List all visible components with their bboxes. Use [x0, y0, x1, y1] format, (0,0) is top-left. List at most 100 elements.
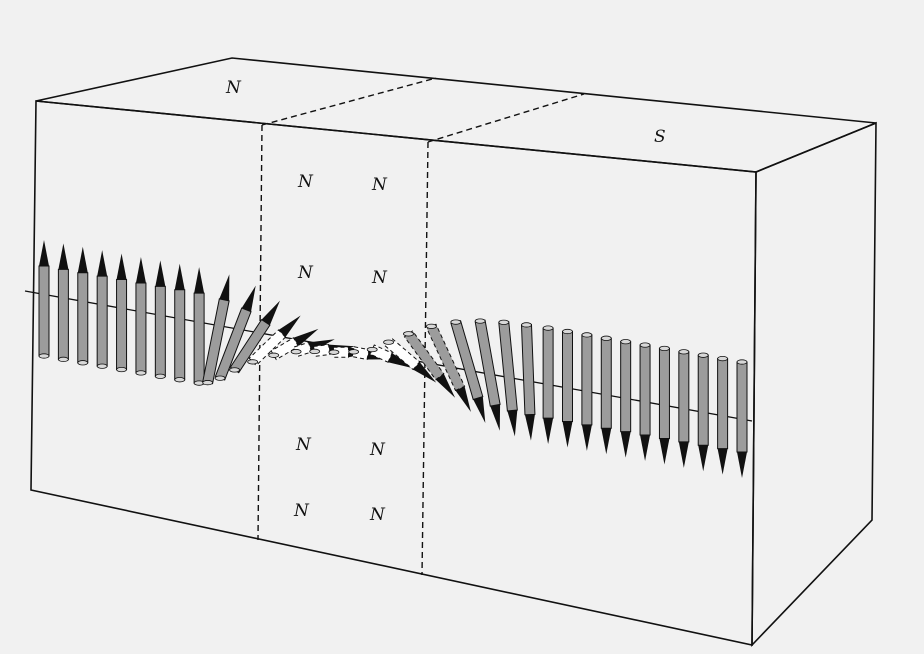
needle-body [498, 321, 518, 412]
needle-tip [194, 267, 205, 294]
spin-needle [639, 342, 651, 462]
top-face-south-label: S [654, 127, 666, 147]
spin-needles [38, 240, 748, 478]
wall-boundary-right-top [427, 93, 585, 143]
needle-body [678, 351, 690, 443]
needle-body [57, 268, 69, 360]
spin-needle [174, 263, 186, 383]
needle-tail-cap [581, 332, 593, 338]
needle-tip [524, 414, 535, 441]
spin-needle [268, 328, 319, 361]
needle-body [697, 354, 709, 446]
spin-needle [403, 330, 456, 398]
needle-tip [116, 253, 127, 280]
needle-tail-cap [736, 359, 748, 365]
spin-needle [658, 345, 670, 465]
needle-tip [58, 243, 69, 270]
needle-body [333, 346, 350, 358]
needle-tip [241, 285, 256, 312]
needle-tail-cap [214, 375, 226, 381]
needle-tail-cap [474, 318, 486, 324]
needle-tail-cap [600, 335, 612, 341]
spin-needle [214, 285, 256, 381]
needle-tip [155, 260, 166, 287]
needle-body [248, 329, 287, 367]
wall-label-r2-right: N [371, 268, 388, 288]
spin-needle [562, 328, 573, 448]
needle-tail-cap [450, 319, 462, 325]
needle-tip [698, 445, 709, 472]
needle-body [600, 337, 612, 429]
needle-tail-cap [717, 356, 729, 362]
spin-needle [202, 274, 230, 386]
needle-body [96, 275, 108, 367]
needle-tail-cap [639, 342, 651, 348]
needle-tail-cap [247, 359, 259, 365]
needle-body [736, 361, 748, 453]
wall-label-r1-right: N [371, 175, 388, 195]
needle-tip [219, 274, 230, 301]
needle-tail-cap [135, 370, 147, 376]
needle-body [639, 344, 651, 436]
needle-tail-cap [697, 352, 709, 358]
spin-needle [135, 256, 147, 376]
needle-tail-cap [403, 331, 414, 337]
needle-tail-cap [229, 367, 240, 373]
needle-tail-cap [309, 348, 321, 354]
spin-needle [678, 349, 690, 468]
needle-tip [717, 448, 728, 475]
needle-tip [581, 424, 592, 451]
needle-tail-cap [678, 349, 690, 355]
wall-label-r4-left: N [293, 501, 310, 521]
wall-label-r3-left: N [295, 435, 312, 455]
needle-tail-cap [268, 352, 280, 358]
needle-tail-cap [366, 346, 378, 353]
needle-body [717, 358, 729, 450]
needle-tip [97, 250, 108, 277]
block-side-face [751, 121, 877, 648]
spin-needle [717, 356, 729, 475]
needle-tail-cap [521, 322, 532, 328]
needle-body [135, 282, 147, 374]
needle-tip [39, 240, 49, 266]
needle-body [542, 327, 554, 419]
needle-tip [640, 435, 651, 462]
needle-tail-cap [202, 380, 214, 386]
needle-tip [455, 386, 471, 412]
spin-needle [38, 240, 50, 359]
spin-needle [290, 339, 335, 358]
needle-tail-cap [426, 323, 437, 329]
needle-body [581, 334, 593, 426]
needle-body [658, 347, 670, 439]
needle-tip [278, 315, 301, 338]
wall-label-r3-right: N [369, 440, 386, 460]
needle-body [38, 265, 50, 357]
spin-needle [247, 315, 301, 367]
needle-tail-cap [290, 349, 302, 355]
needle-body [77, 272, 89, 364]
spin-needle [426, 323, 471, 412]
needle-tail-cap [659, 345, 670, 352]
needle-tip [293, 328, 319, 347]
spin-needle [736, 359, 748, 478]
needle-tip [490, 404, 501, 431]
domain-wall-boundaries [257, 77, 585, 576]
spin-needle [620, 339, 632, 458]
needle-tip [507, 409, 518, 437]
spin-needle [57, 243, 69, 362]
spin-needle [474, 318, 501, 431]
wall-label-r1-left: N [297, 172, 314, 192]
block-top-face [35, 57, 877, 173]
needle-body [562, 331, 573, 422]
needle-tail-cap [620, 339, 632, 345]
needle-tip [543, 418, 554, 445]
needle-tip [562, 421, 573, 448]
needle-tail-cap [498, 319, 510, 325]
spin-needle [520, 322, 536, 441]
spin-needle [116, 253, 128, 373]
wall-boundary-left-top [261, 77, 437, 126]
needle-body [116, 279, 128, 371]
top-face-north-label: N [225, 78, 242, 98]
